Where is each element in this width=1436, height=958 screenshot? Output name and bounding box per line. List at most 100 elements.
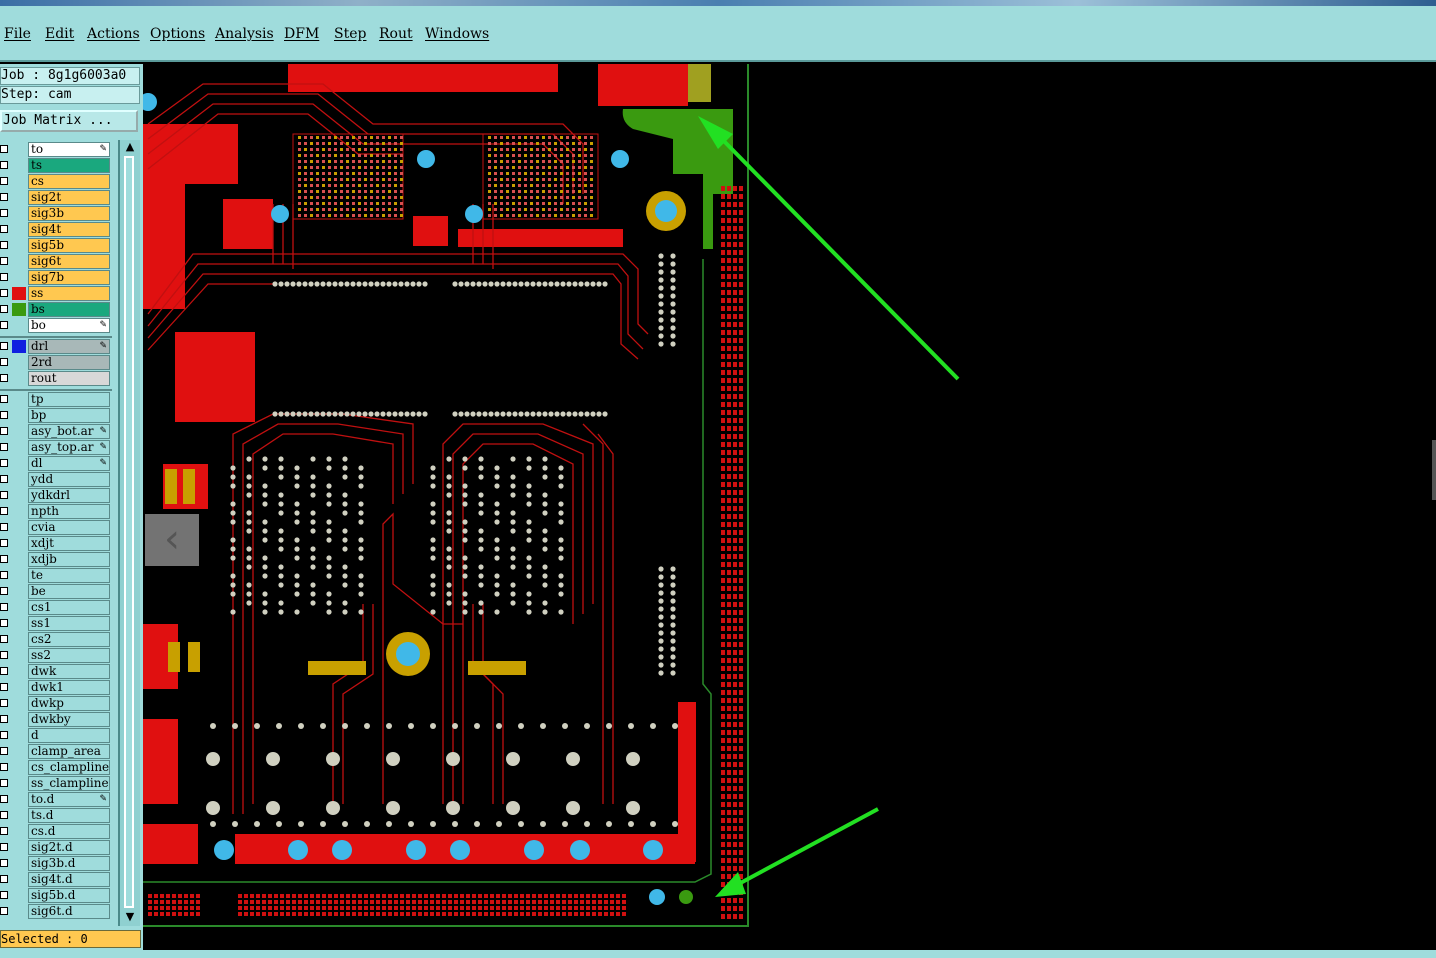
layer-row-cs-d[interactable]: cs.d (0, 824, 115, 840)
layer-checkbox[interactable] (0, 795, 8, 803)
layer-name[interactable]: bo✎ (28, 318, 110, 333)
layer-row-dwk[interactable]: dwk (0, 664, 115, 680)
menu-file[interactable]: File (4, 26, 31, 42)
layer-row-ss[interactable]: ss (0, 286, 115, 302)
layer-checkbox[interactable] (0, 827, 8, 835)
layer-name[interactable]: ss_clampline (28, 776, 110, 791)
layer-checkbox[interactable] (0, 779, 8, 787)
layer-name[interactable]: dwk (28, 664, 110, 679)
layer-row-d[interactable]: d (0, 728, 115, 744)
layer-checkbox[interactable] (0, 859, 8, 867)
layer-row-sig2t[interactable]: sig2t (0, 190, 115, 206)
layer-name[interactable]: drl✎ (28, 339, 110, 354)
layer-checkbox[interactable] (0, 321, 8, 329)
layer-name[interactable]: tp (28, 392, 110, 407)
layer-checkbox[interactable] (0, 875, 8, 883)
layer-name[interactable]: ss1 (28, 616, 110, 631)
layer-row-to[interactable]: to✎ (0, 142, 115, 158)
layer-name[interactable]: clamp_area (28, 744, 110, 759)
layer-checkbox[interactable] (0, 539, 8, 547)
layer-row-sig6t-d[interactable]: sig6t.d (0, 904, 115, 920)
layer-row-rout[interactable]: rout (0, 371, 115, 387)
layer-row-sig6t[interactable]: sig6t (0, 254, 115, 270)
layer-name[interactable]: dwkp (28, 696, 110, 711)
layer-name[interactable]: dwkby (28, 712, 110, 727)
layer-name[interactable]: xdjb (28, 552, 110, 567)
layer-checkbox[interactable] (0, 289, 8, 297)
layer-checkbox[interactable] (0, 555, 8, 563)
layer-name[interactable]: sig3b (28, 206, 110, 221)
layer-row-cs1[interactable]: cs1 (0, 600, 115, 616)
layer-row-be[interactable]: be (0, 584, 115, 600)
layer-name[interactable]: dl✎ (28, 456, 110, 471)
layer-row-te[interactable]: te (0, 568, 115, 584)
layer-name[interactable]: cs.d (28, 824, 110, 839)
layer-row-tp[interactable]: tp (0, 392, 115, 408)
layer-row-sig3b[interactable]: sig3b (0, 206, 115, 222)
layer-name[interactable]: dwk1 (28, 680, 110, 695)
layer-color-swatch[interactable] (12, 287, 26, 300)
layer-row-ydkdrl[interactable]: ydkdrl (0, 488, 115, 504)
layer-row-xdjt[interactable]: xdjt (0, 536, 115, 552)
layer-name[interactable]: npth (28, 504, 110, 519)
layer-checkbox[interactable] (0, 699, 8, 707)
menu-analysis[interactable]: Analysis (215, 26, 274, 42)
layer-row-ss-clampline[interactable]: ss_clampline (0, 776, 115, 792)
chevron-left-icon[interactable]: ‹ (145, 514, 199, 566)
layer-name[interactable]: sig5b.d (28, 888, 110, 903)
layer-scrollbar[interactable]: ▲ ▼ (118, 140, 140, 926)
layer-name[interactable]: cs1 (28, 600, 110, 615)
layer-row-npth[interactable]: npth (0, 504, 115, 520)
menu-windows[interactable]: Windows (425, 26, 490, 42)
layer-row-sig3b-d[interactable]: sig3b.d (0, 856, 115, 872)
layer-name[interactable]: sig7b (28, 270, 110, 285)
layer-name[interactable]: 2rd (28, 355, 110, 370)
layer-row-sig5b[interactable]: sig5b (0, 238, 115, 254)
layer-checkbox[interactable] (0, 891, 8, 899)
layer-checkbox[interactable] (0, 193, 8, 201)
menu-rout[interactable]: Rout (379, 26, 413, 42)
layer-checkbox[interactable] (0, 257, 8, 265)
layer-checkbox[interactable] (0, 811, 8, 819)
layer-checkbox[interactable] (0, 523, 8, 531)
layer-checkbox[interactable] (0, 763, 8, 771)
menu-dfm[interactable]: DFM (284, 26, 320, 42)
layer-name[interactable]: to.d✎ (28, 792, 110, 807)
layer-row-asy-bot-ar[interactable]: asy_bot.ar✎ (0, 424, 115, 440)
layer-checkbox[interactable] (0, 225, 8, 233)
layer-name[interactable]: ss (28, 286, 110, 301)
layer-row-dwk1[interactable]: dwk1 (0, 680, 115, 696)
layer-row-ss1[interactable]: ss1 (0, 616, 115, 632)
layer-checkbox[interactable] (0, 145, 8, 153)
layer-name[interactable]: sig6t.d (28, 904, 110, 919)
layer-row-sig5b-d[interactable]: sig5b.d (0, 888, 115, 904)
menu-options[interactable]: Options (150, 26, 206, 42)
layer-name[interactable]: asy_top.ar✎ (28, 440, 110, 455)
layer-checkbox[interactable] (0, 342, 8, 350)
layer-row-xdjb[interactable]: xdjb (0, 552, 115, 568)
layer-checkbox[interactable] (0, 395, 8, 403)
layer-row-ts-d[interactable]: ts.d (0, 808, 115, 824)
layer-name[interactable]: cs2 (28, 632, 110, 647)
layer-name[interactable]: ts (28, 158, 110, 173)
layer-color-swatch[interactable] (12, 340, 26, 353)
layer-name[interactable]: ydkdrl (28, 488, 110, 503)
layer-name[interactable]: be (28, 584, 110, 599)
layer-checkbox[interactable] (0, 667, 8, 675)
layer-checkbox[interactable] (0, 747, 8, 755)
layer-checkbox[interactable] (0, 209, 8, 217)
layer-row-cs[interactable]: cs (0, 174, 115, 190)
layer-checkbox[interactable] (0, 358, 8, 366)
layer-name[interactable]: bs (28, 302, 110, 317)
layer-checkbox[interactable] (0, 427, 8, 435)
layer-checkbox[interactable] (0, 273, 8, 281)
layer-row-ss2[interactable]: ss2 (0, 648, 115, 664)
layer-row-drl[interactable]: drl✎ (0, 339, 115, 355)
layer-checkbox[interactable] (0, 907, 8, 915)
menu-actions[interactable]: Actions (87, 26, 140, 42)
layer-checkbox[interactable] (0, 161, 8, 169)
layer-name[interactable]: sig3b.d (28, 856, 110, 871)
layer-row-asy-top-ar[interactable]: asy_top.ar✎ (0, 440, 115, 456)
layer-row-2rd[interactable]: 2rd (0, 355, 115, 371)
layer-name[interactable]: d (28, 728, 110, 743)
